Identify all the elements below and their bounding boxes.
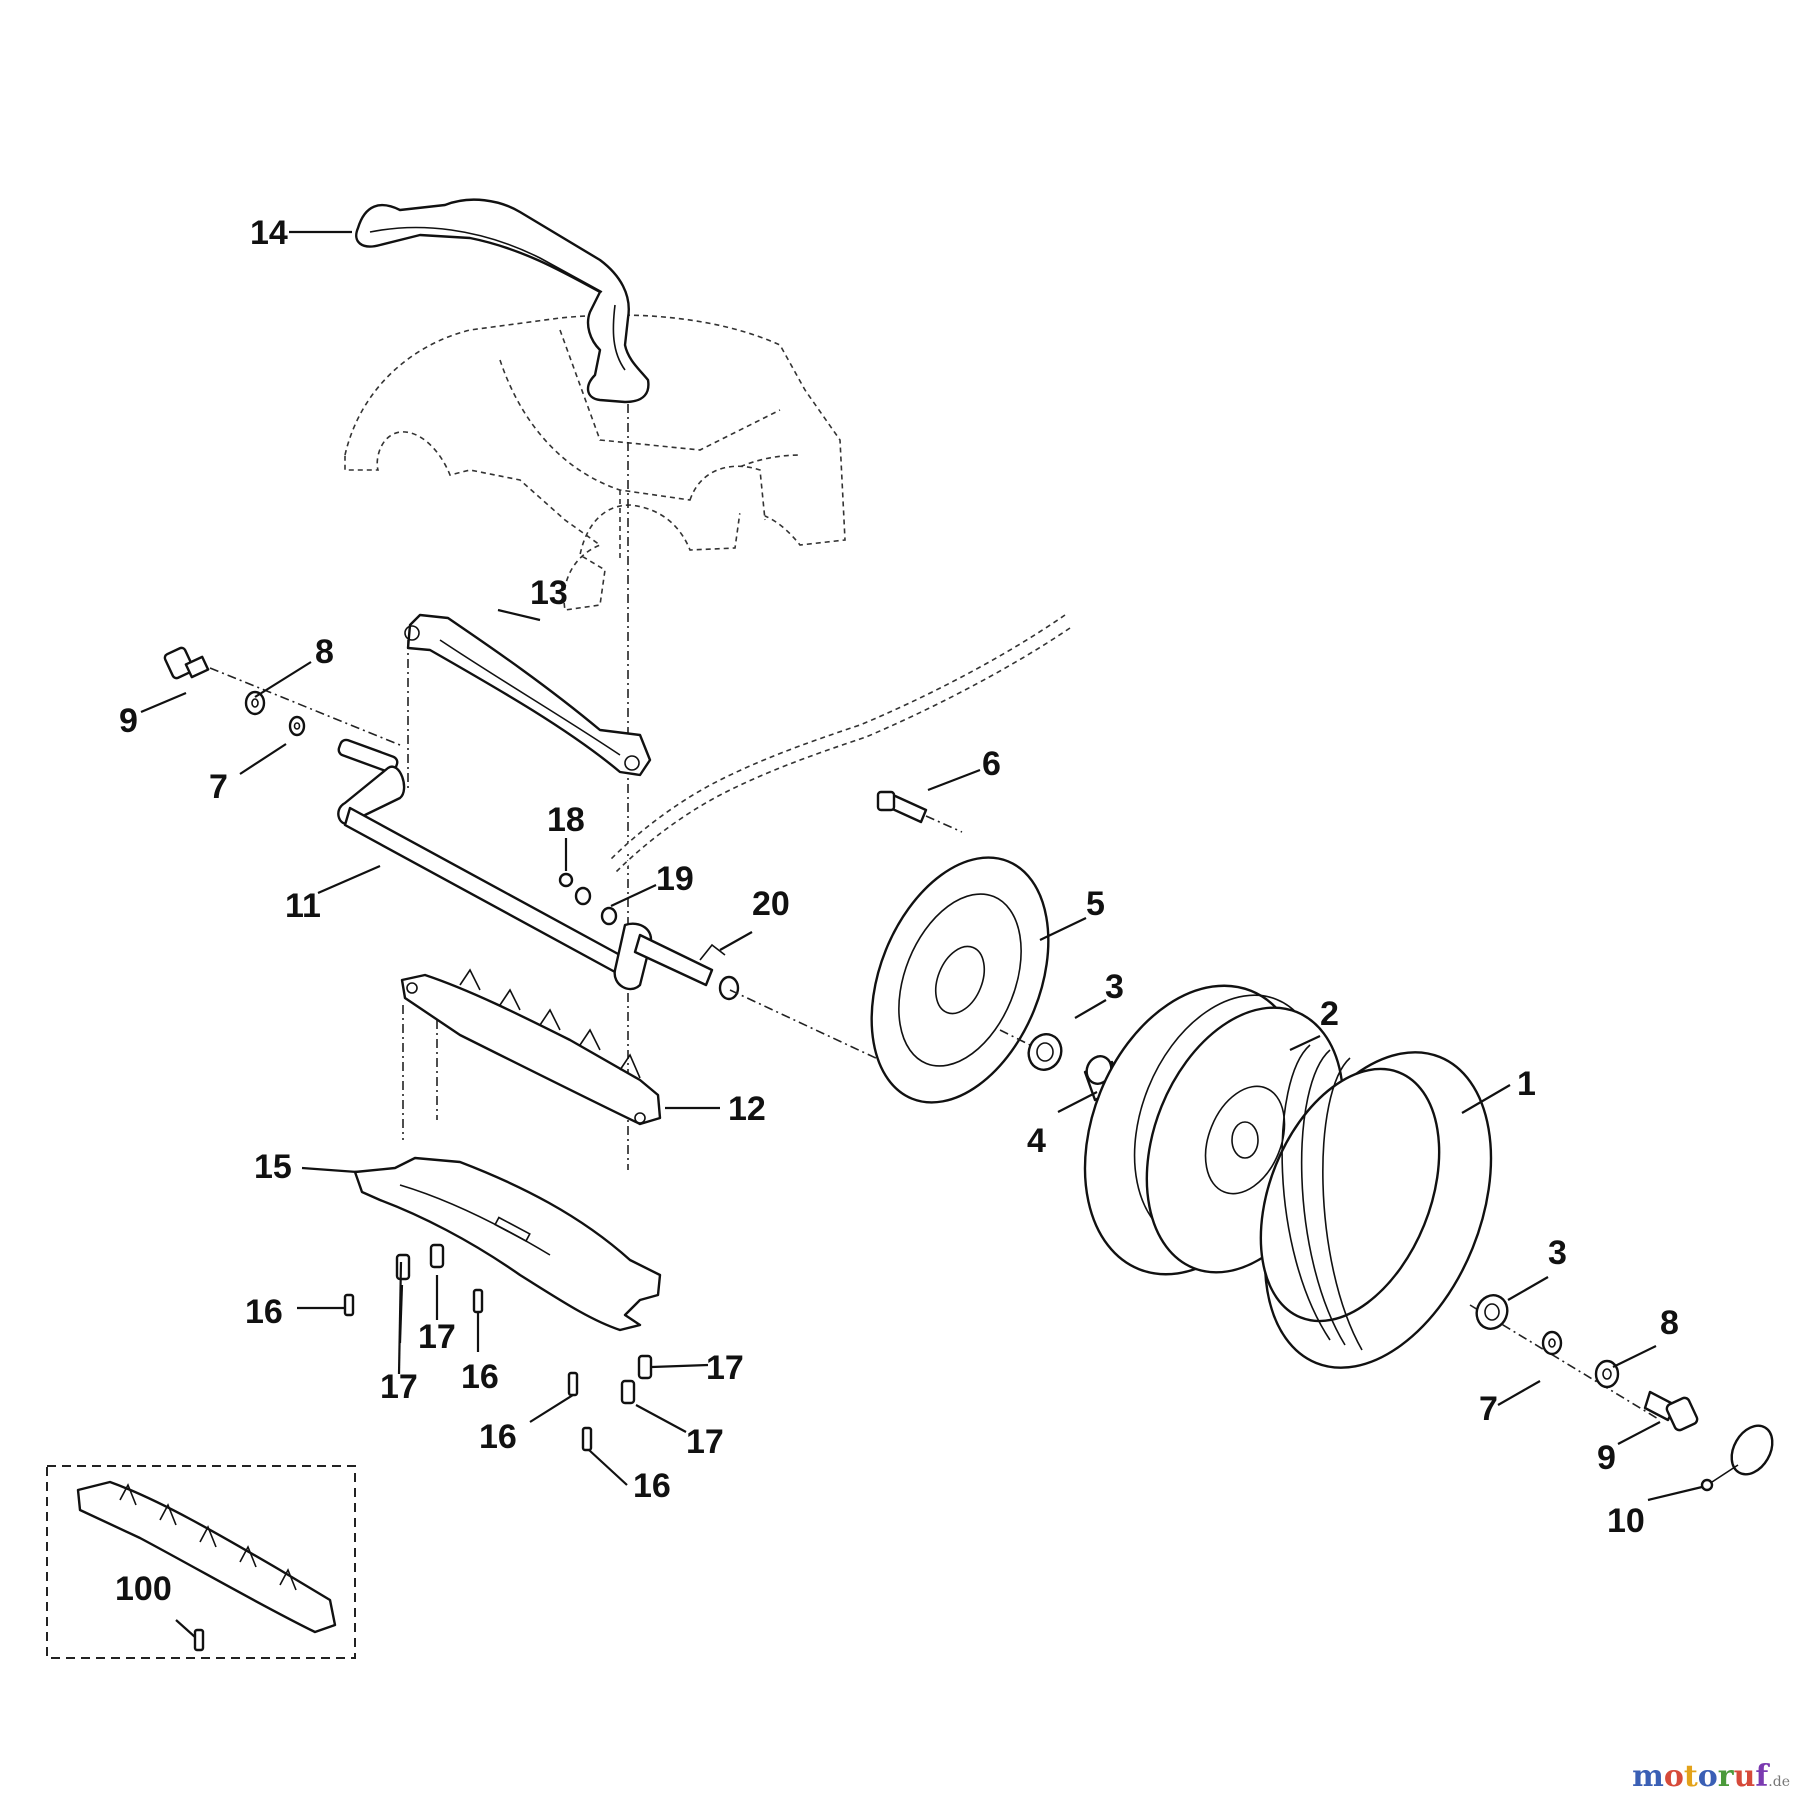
callout-1: 1 (1517, 1065, 1536, 1103)
part-16-screw (567, 1371, 579, 1397)
part-9-bolt-left (163, 646, 210, 680)
part-100-bracket-assembly (76, 1480, 337, 1652)
watermark-letter: t (1683, 1759, 1698, 1794)
part-5-hub-cover-plate (870, 856, 1050, 1104)
callout-8: 8 (1660, 1304, 1679, 1342)
watermark-letter: u (1733, 1759, 1756, 1794)
callout-3: 3 (1548, 1234, 1567, 1272)
callout-17: 17 (706, 1349, 744, 1387)
callout-16: 16 (479, 1418, 517, 1456)
optional-part-box (46, 1465, 356, 1659)
callout-7: 7 (1479, 1390, 1498, 1428)
part-18-pin (558, 872, 574, 888)
callout-16: 16 (245, 1293, 283, 1331)
height-adjust-rod (609, 614, 1071, 873)
callout-20: 20 (752, 885, 790, 923)
part-15-guide-bar (353, 1156, 662, 1332)
callout-6: 6 (982, 745, 1001, 783)
part-6-bolt (876, 790, 928, 824)
watermark-tld: .de (1768, 1774, 1790, 1790)
callout-8: 8 (315, 633, 334, 671)
part-19-clip (574, 886, 592, 906)
part-13-cover-bar (404, 613, 652, 777)
callout-19: 19 (656, 860, 694, 898)
callout-17: 17 (686, 1423, 724, 1461)
watermark-letter: o (1663, 1759, 1684, 1794)
mower-body-outline (344, 314, 846, 611)
part-8-washer-right (1594, 1359, 1620, 1389)
part-1-tyre (1259, 1044, 1493, 1369)
callout-14: 14 (250, 214, 288, 252)
callout-16: 16 (633, 1467, 671, 1505)
part-3-bearing (1027, 1033, 1063, 1071)
part-12-bracket (400, 968, 662, 1126)
callout-2: 2 (1320, 995, 1339, 1033)
callout-7: 7 (209, 768, 228, 806)
callout-5: 5 (1086, 885, 1105, 923)
part-16-screw (343, 1293, 355, 1317)
watermark-letter: m (1632, 1759, 1664, 1794)
part-7-washer-left (288, 715, 306, 737)
callout-3: 3 (1105, 968, 1124, 1006)
part-19-washer (600, 906, 618, 926)
part-17-screw (395, 1253, 411, 1281)
callout-9: 9 (1597, 1439, 1616, 1477)
callout-100: 100 (115, 1570, 172, 1608)
watermark-letter: o (1697, 1759, 1718, 1794)
part-14-handle-grip (355, 198, 650, 404)
leader-lines (140, 230, 1703, 1638)
part-7-washer-right (1541, 1330, 1563, 1356)
callout-11: 11 (285, 887, 321, 925)
part-8-washer-left (244, 690, 266, 716)
callout-17: 17 (380, 1368, 418, 1406)
callout-12: 12 (728, 1090, 766, 1128)
watermark-letter: r (1717, 1759, 1734, 1794)
watermark-text: motoruf (1632, 1759, 1768, 1794)
callout-13: 13 (530, 574, 568, 612)
callout-18: 18 (547, 801, 585, 839)
callout-4: 4 (1027, 1122, 1046, 1160)
axis-line-axle (729, 989, 881, 1061)
watermark-letter: f (1755, 1759, 1769, 1794)
part-16-screw (472, 1288, 484, 1314)
motoruf-watermark-logo: motoruf.de (1632, 1759, 1790, 1794)
part-17-screw (620, 1379, 636, 1405)
part-10-hub-cap (1700, 1424, 1774, 1492)
part-16-screw (581, 1426, 593, 1452)
callout-16: 16 (461, 1358, 499, 1396)
part-17-screw (637, 1354, 653, 1380)
part-17-screw (429, 1243, 445, 1269)
callout-15: 15 (254, 1148, 292, 1186)
part-3-bearing (1475, 1294, 1509, 1330)
callout-17: 17 (418, 1318, 456, 1356)
callout-9: 9 (119, 702, 138, 740)
callout-10: 10 (1607, 1502, 1645, 1540)
part-9-bolt-right (1643, 1390, 1699, 1432)
part-11-axle-crank (337, 738, 740, 1001)
